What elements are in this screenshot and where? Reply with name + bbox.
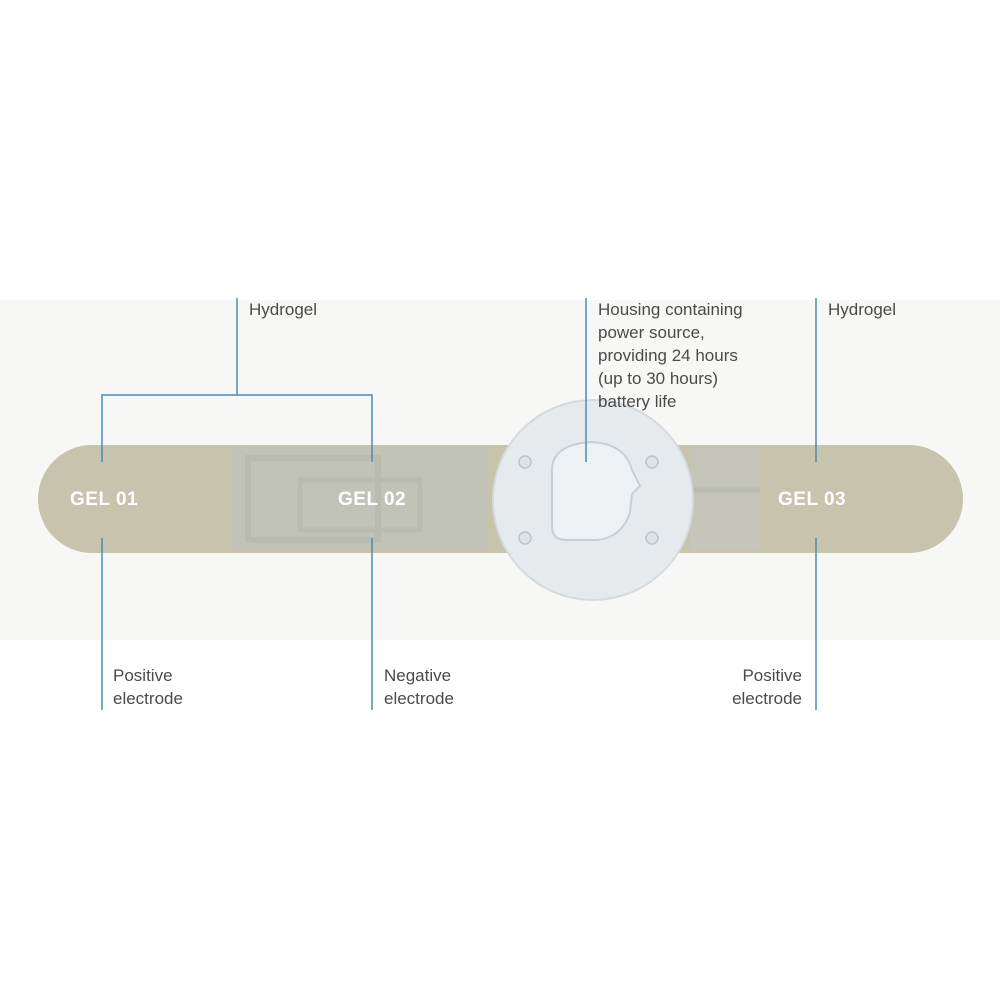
hydrogel-left-label: Hydrogel (249, 300, 318, 319)
gel-01-label: GEL 01 (70, 489, 139, 510)
gel-03-label: GEL 03 (778, 489, 847, 510)
screw-bottom-right (645, 531, 659, 545)
housing-battery-cover (551, 440, 642, 541)
screw-bottom-left (518, 531, 532, 545)
screw-top-left (518, 455, 532, 469)
screw-top-right (645, 455, 659, 469)
housing-label: Housing containing power source, providi… (598, 300, 743, 411)
gel-02-label: GEL 02 (338, 489, 407, 510)
negative-label: Negative electrode (384, 666, 454, 708)
positive-right-label: Positive electrode (732, 666, 802, 708)
hydrogel-right-label: Hydrogel (828, 300, 897, 319)
positive-left-label: Positive electrode (113, 666, 183, 708)
